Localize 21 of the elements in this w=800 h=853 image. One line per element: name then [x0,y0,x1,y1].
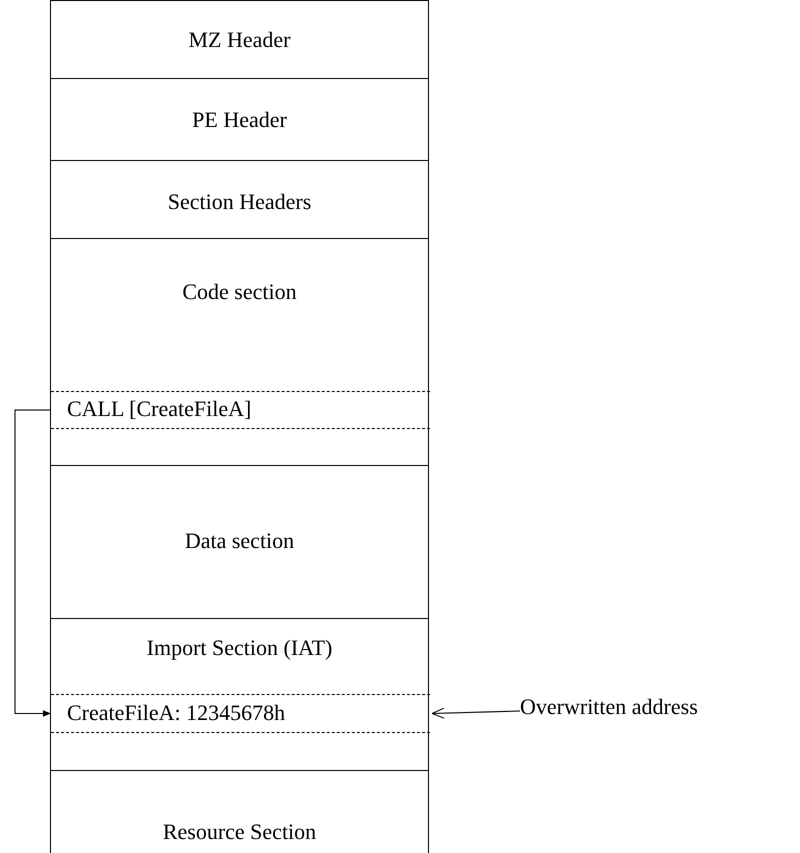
memory-section-box [50,465,429,619]
arrow [432,708,520,719]
section-label: PE Header [192,107,287,133]
memory-section-box [50,618,429,771]
section-label: Section Headers [168,189,312,215]
section-label: Code section [182,279,297,305]
section-label: Resource Section [162,819,316,845]
section-label: CALL [CreateFileA] [67,396,252,422]
section-label: Data section [184,528,294,554]
annotation-text: Overwritten address [520,694,698,720]
memory-section-box [50,238,429,466]
memory-section-box [50,770,429,853]
arrow [14,410,52,717]
section-label: MZ Header [188,27,290,53]
dashed-entry-box [51,694,430,733]
memory-section-box [50,0,429,79]
section-label: Import Section (IAT) [146,635,332,661]
dashed-entry-box [51,391,430,429]
memory-section-box [50,160,429,239]
section-label: CreateFileA: 12345678h [67,700,286,726]
memory-section-box [50,78,429,161]
